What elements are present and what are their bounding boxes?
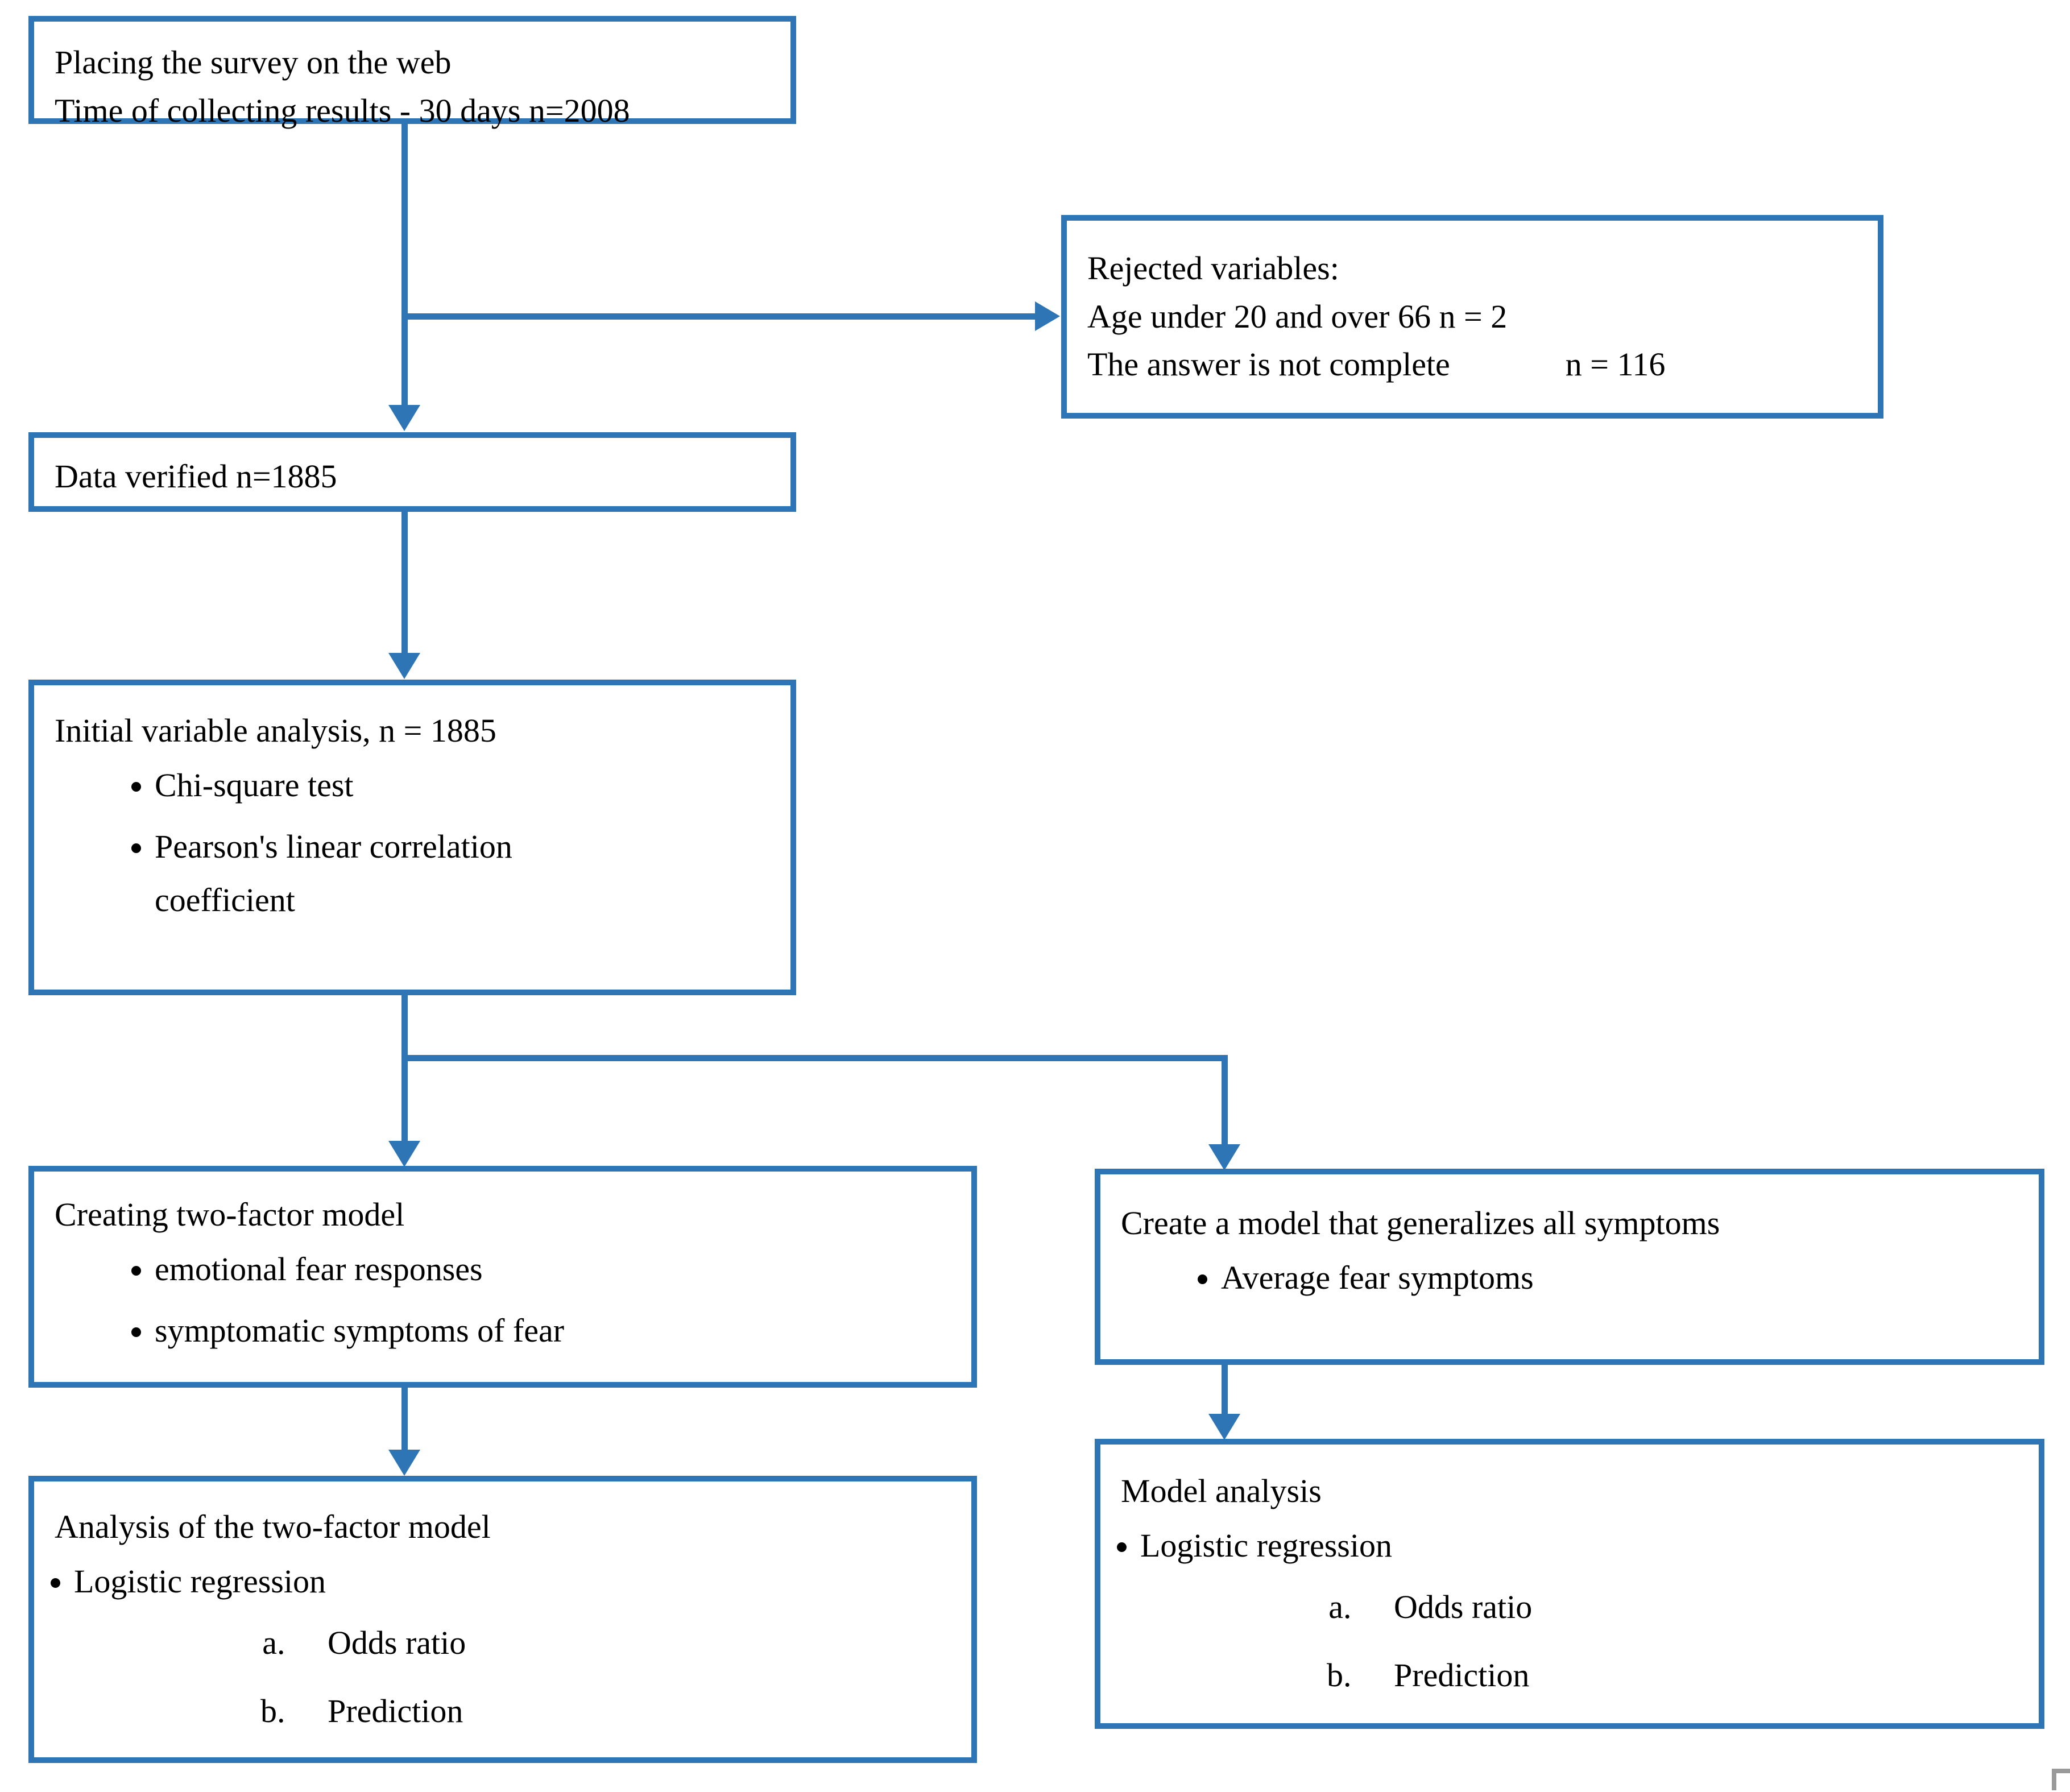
list-item: Pearson's linear correlation coefficient <box>155 820 610 927</box>
node-data-verified: Data verified n=1885 <box>28 432 796 512</box>
model-analysis-subitems: Odds ratio Prediction <box>1121 1580 2018 1702</box>
connector-split-bar <box>401 1055 1228 1061</box>
node-survey: Placing the survey on the web Time of co… <box>28 16 796 129</box>
initial-analysis-bullets: Chi-square test Pearson's linear correla… <box>55 759 770 927</box>
two-factor-analysis-title: Analysis of the two-factor model <box>55 1508 491 1545</box>
arrowhead-split-to-general-model <box>1208 1144 1240 1170</box>
node-two-factor-analysis: Analysis of the two-factor model Logisti… <box>28 1476 977 1763</box>
initial-analysis-title: Initial variable analysis, n = 1885 <box>55 712 496 749</box>
arrowhead-split-to-two-factor-model <box>388 1141 420 1167</box>
general-model-bullets: Average fear symptoms <box>1121 1251 2018 1305</box>
crop-corner-mark <box>2052 1769 2070 1790</box>
connector-general-model-to-model-analysis <box>1222 1365 1228 1416</box>
list-item: Odds ratio <box>293 1616 951 1670</box>
node-initial-analysis: Initial variable analysis, n = 1885 Chi-… <box>28 680 796 995</box>
rejected-line-2: Age under 20 and over 66 n = 2 <box>1087 297 1508 335</box>
two-factor-analysis-subitems: Odds ratio Prediction <box>55 1616 951 1738</box>
list-item: emotional fear responses <box>155 1243 951 1296</box>
node-initial-analysis-body: Initial variable analysis, n = 1885 Chi-… <box>34 685 790 990</box>
connector-initial-analysis-stem <box>401 995 408 1059</box>
connector-survey-to-rejected <box>401 313 1036 320</box>
node-creating-two-factor-model: Creating two-factor model emotional fear… <box>28 1166 977 1388</box>
list-item: Average fear symptoms <box>1221 1251 2018 1305</box>
list-item: symptomatic symptoms of fear <box>155 1304 951 1358</box>
list-item: Odds ratio <box>1360 1580 2018 1634</box>
node-general-model-body: Create a model that generalizes all symp… <box>1100 1174 2039 1359</box>
model-analysis-title: Model analysis <box>1121 1472 1322 1509</box>
rejected-line-1: Rejected variables: <box>1087 250 1339 287</box>
two-factor-model-bullets: emotional fear responses symptomatic sym… <box>55 1243 951 1358</box>
node-survey-body: Placing the survey on the web Time of co… <box>34 22 790 129</box>
rejected-line-3: The answer is not complete n = 116 <box>1087 346 1666 383</box>
data-verified-line-1: Data verified n=1885 <box>55 458 337 495</box>
node-model-analysis-body: Model analysis Logistic regression Odds … <box>1100 1445 2039 1723</box>
connector-split-to-two-factor-model <box>401 1055 408 1143</box>
list-item: Prediction <box>1360 1649 2018 1702</box>
arrowhead-survey-to-data-verified <box>388 405 420 431</box>
arrowhead-survey-to-rejected <box>1035 301 1060 331</box>
model-analysis-bullets: Logistic regression <box>1121 1519 2018 1572</box>
connector-data-verified-to-initial-analysis <box>401 512 408 655</box>
arrowhead-general-model-to-model-analysis <box>1208 1414 1240 1440</box>
list-item: Chi-square test <box>155 759 770 812</box>
two-factor-analysis-bullets: Logistic regression <box>55 1555 951 1608</box>
node-two-factor-analysis-body: Analysis of the two-factor model Logisti… <box>34 1481 971 1757</box>
arrowhead-data-verified-to-initial-analysis <box>388 653 420 679</box>
list-item: Prediction <box>293 1685 951 1738</box>
node-rejected-body: Rejected variables: Age under 20 and ove… <box>1067 221 1878 413</box>
connector-survey-to-data-verified <box>401 124 408 407</box>
node-data-verified-body: Data verified n=1885 <box>34 438 790 506</box>
two-factor-model-title: Creating two-factor model <box>55 1196 405 1233</box>
survey-line-1: Placing the survey on the web <box>55 44 452 81</box>
node-general-model: Create a model that generalizes all symp… <box>1095 1169 2044 1365</box>
arrowhead-two-factor-model-to-analysis <box>388 1450 420 1476</box>
node-model-analysis: Model analysis Logistic regression Odds … <box>1095 1439 2044 1729</box>
node-creating-two-factor-body: Creating two-factor model emotional fear… <box>34 1172 971 1382</box>
list-item: Logistic regression <box>74 1555 951 1608</box>
node-rejected-variables: Rejected variables: Age under 20 and ove… <box>1061 215 1883 419</box>
connector-two-factor-model-to-analysis <box>401 1388 408 1451</box>
connector-split-to-general-model <box>1222 1055 1228 1146</box>
survey-line-2: Time of collecting results - 30 days n=2… <box>55 92 630 129</box>
list-item: Logistic regression <box>1140 1519 2018 1572</box>
general-model-title: Create a model that generalizes all symp… <box>1121 1205 1720 1241</box>
